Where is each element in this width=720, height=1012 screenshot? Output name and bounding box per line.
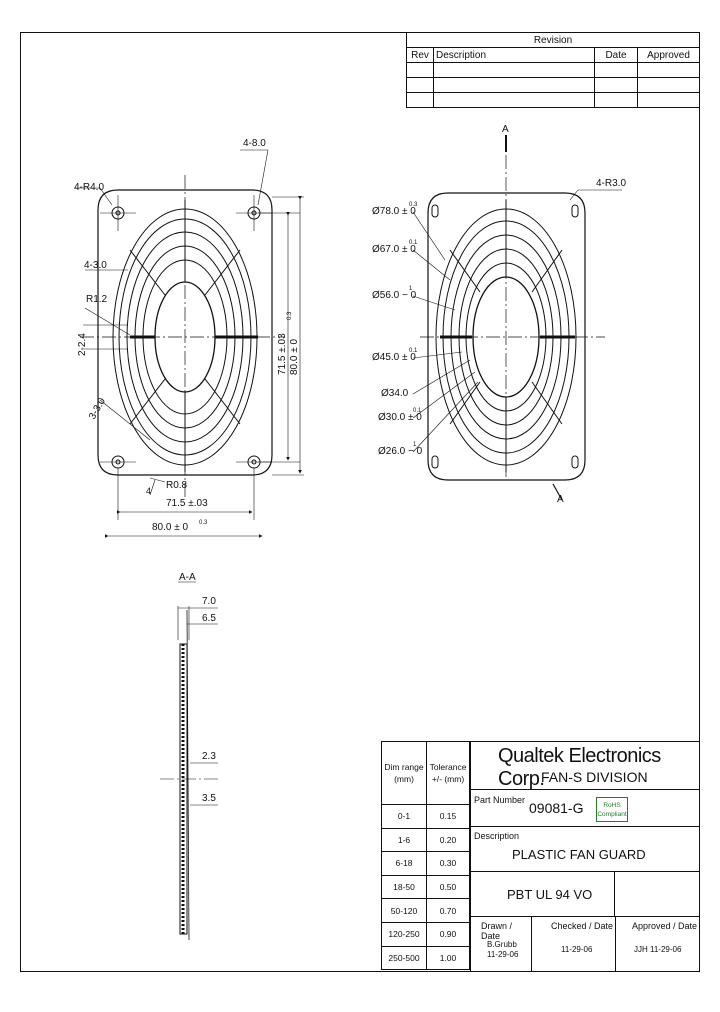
dim-edge-radius: R0.8 [166, 480, 188, 491]
dim-diameter-6: Ø30.0 ± 0 [378, 412, 422, 423]
right-view [412, 135, 622, 501]
company-name: Qualtek Electronics Corp. [498, 745, 661, 790]
dim-height-outer: 80.0 ± 0 [289, 338, 300, 375]
revision-table: Revision Rev Description Date Approved [406, 32, 700, 108]
section-title: A-A [179, 572, 196, 583]
section-dim-4: 3.5 [202, 793, 216, 804]
section-mark-top: A [502, 124, 509, 135]
dim-diameter-3: Ø56.0 − 0 [372, 290, 417, 301]
dim-height-outer-tol: 0.3 [287, 311, 293, 320]
dim-corner-radius-right: 4-R3.0 [596, 178, 626, 189]
approved-value: JJH 11-29-06 [634, 945, 682, 954]
description-value: PLASTIC FAN GUARD [512, 847, 646, 862]
checked-label: Checked / Date [551, 921, 614, 931]
svg-text:0.1: 0.1 [413, 408, 422, 414]
tol-header-range: Dim range (mm) [381, 741, 427, 805]
drawn-label: Drawn / Date [481, 921, 513, 941]
section-dim-2: 6.5 [202, 613, 216, 624]
description-label: Description [474, 831, 520, 841]
part-number-label: Part Number [474, 795, 526, 805]
checked-date: 11-29-06 [561, 945, 593, 954]
svg-text:0.1: 0.1 [409, 348, 418, 354]
dim-width-outer-tol: 0.3 [199, 520, 208, 526]
dim-height-inner: 71.5 ±.03 [277, 333, 288, 375]
dim-bottom-ref: 4 [146, 486, 151, 496]
section-dim-3: 2.3 [202, 751, 216, 762]
svg-text:0.3: 0.3 [409, 202, 418, 208]
dim-spoke: 3-3.0 [87, 396, 108, 422]
dim-slot: 2-2.4 [77, 333, 88, 356]
dim-diameter-7: Ø26.0 − 0 [378, 446, 423, 457]
svg-text:0.1: 0.1 [409, 240, 418, 246]
drawing-sheet [20, 32, 700, 972]
dim-rib-width: 4-3.0 [84, 260, 107, 271]
svg-text:1: 1 [413, 442, 417, 448]
dim-diameter-2: Ø67.0 ± 0 [372, 244, 416, 255]
front-view [75, 149, 304, 538]
dim-corner-radius: 4-R4.0 [74, 182, 104, 193]
dim-width-inner: 71.5 ±.03 [166, 498, 208, 509]
tol-header-tolerance: Tolerance +/- (mm) [426, 741, 470, 805]
table-row [406, 77, 700, 93]
division-name: FAN-S DIVISION [541, 769, 648, 785]
table-row [406, 92, 700, 108]
dim-diameter-4: Ø45.0 ± 0 [372, 352, 416, 363]
title-block: Qualtek Electronics Corp. FAN-S DIVISION… [470, 741, 700, 972]
section-mark-bottom: A [557, 494, 564, 505]
front-frame [97, 189, 273, 476]
drawn-by: B.Grubb [487, 940, 517, 949]
dim-diameter-1: Ø78.0 ± 0 [372, 206, 416, 217]
drawn-date: 11-29-06 [487, 950, 519, 959]
approved-label: Approved / Date [632, 921, 698, 931]
dim-diameter-5: Ø34.0 [381, 388, 409, 399]
rohs-badge: RoHS Compliant [596, 797, 628, 822]
part-number: 09081-G [529, 800, 584, 816]
section-view [160, 581, 218, 941]
section-dim-1: 7.0 [202, 596, 216, 607]
svg-text:1: 1 [409, 286, 413, 292]
dim-width-outer: 80.0 ± 0 [152, 522, 189, 533]
dim-holes: 4-8.0 [243, 138, 266, 149]
dim-fillet: R1.2 [86, 294, 108, 305]
material-value: PBT UL 94 VO [507, 887, 593, 902]
